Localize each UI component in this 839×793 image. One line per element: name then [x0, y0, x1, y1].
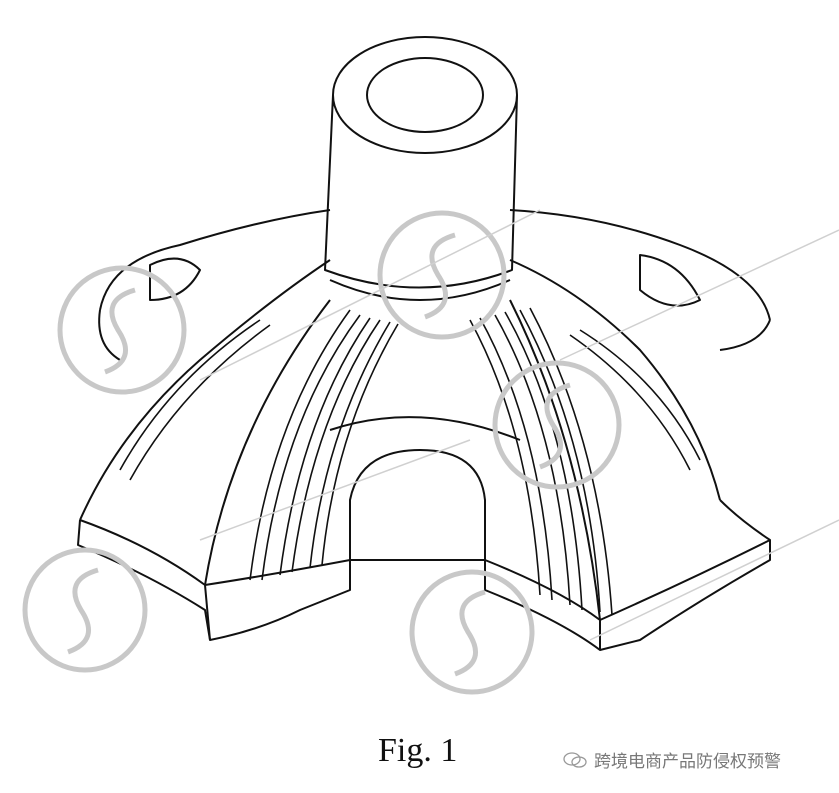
tube-top-outer [332, 36, 518, 154]
right-leg [509, 209, 771, 321]
account-name: 跨境电商产品防侵权预警 [594, 752, 781, 772]
account-signature: 跨境电商产品防侵权预警 [562, 747, 781, 772]
watermark-logo [492, 360, 622, 490]
watermark-logo [57, 265, 187, 395]
watermark-lines [199, 209, 839, 641]
tube-bore [366, 57, 484, 133]
watermark-logos [22, 210, 622, 695]
wechat-icon [563, 751, 587, 768]
watermark-logo [22, 547, 148, 673]
tube-body [324, 94, 518, 289]
base-plate [77, 499, 771, 651]
cane-tip-base-drawing [77, 36, 771, 651]
watermark-logo [377, 210, 507, 340]
watermark-logo [409, 569, 535, 695]
left-leg [99, 209, 331, 311]
center-notch [349, 449, 486, 590]
figure-caption: Fig. 1 [378, 732, 458, 769]
ribs [119, 307, 701, 616]
